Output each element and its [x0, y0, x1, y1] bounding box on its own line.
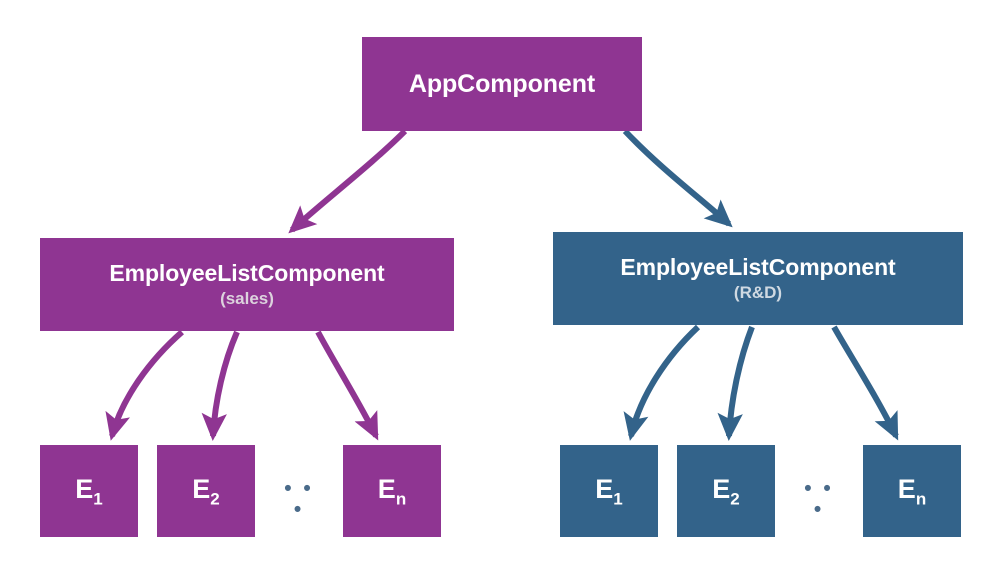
edge-rd-to-e1 [623, 324, 701, 441]
leaf-subscript: 1 [613, 489, 623, 509]
edge-app-to-sales [288, 128, 408, 234]
node-employee-rd-en-label: En [898, 474, 926, 508]
node-employee-sales-e2-label: E2 [192, 474, 219, 508]
node-employee-rd-e2-label: E2 [712, 474, 739, 508]
leaf-subscript: 2 [210, 489, 220, 509]
node-employee-sales-e2[interactable]: E2 [157, 445, 255, 537]
leaf-base-letter: E [595, 473, 614, 504]
node-employee-rd-en[interactable]: En [863, 445, 961, 537]
node-app-component-label: AppComponent [408, 70, 596, 98]
node-employee-list-rd-label: EmployeeListComponent [620, 253, 896, 280]
leaf-base-letter: E [75, 473, 94, 504]
node-employee-rd-e2[interactable]: E2 [677, 445, 775, 537]
leaf-base-letter: E [192, 473, 211, 504]
node-employee-sales-en-label: En [378, 474, 406, 508]
node-employee-list-rd-sublabel: (R&D) [733, 283, 783, 303]
edge-rd-to-en [831, 325, 899, 441]
edge-rd-to-e2 [717, 325, 755, 441]
leaf-subscript: 1 [93, 489, 103, 509]
ellipsis-sales: • • • [284, 477, 314, 521]
node-employee-list-sales-sublabel: (sales) [220, 289, 274, 309]
leaf-base-letter: E [712, 473, 731, 504]
leaf-subscript: n [915, 489, 927, 509]
ellipsis-rd: • • • [804, 477, 834, 521]
edge-sales-to-en [315, 330, 379, 441]
node-employee-rd-e1[interactable]: E1 [560, 445, 658, 537]
edge-app-to-rd [622, 128, 733, 228]
node-employee-sales-e1-label: E1 [75, 474, 102, 508]
edge-sales-to-e1 [105, 329, 184, 441]
node-employee-rd-e1-label: E1 [595, 474, 622, 508]
node-employee-sales-en[interactable]: En [343, 445, 441, 537]
node-employee-sales-e1[interactable]: E1 [40, 445, 138, 537]
leaf-subscript: 2 [730, 489, 740, 509]
node-employee-list-sales-label: EmployeeListComponent [109, 259, 385, 286]
leaf-base-letter: E [377, 473, 396, 504]
leaf-base-letter: E [897, 473, 916, 504]
node-app-component[interactable]: AppComponent [362, 37, 642, 131]
node-employee-list-component-rd[interactable]: EmployeeListComponent (R&D) [553, 232, 963, 325]
edge-sales-to-e2 [201, 330, 240, 441]
node-employee-list-component-sales[interactable]: EmployeeListComponent (sales) [40, 238, 454, 331]
leaf-subscript: n [395, 489, 407, 509]
